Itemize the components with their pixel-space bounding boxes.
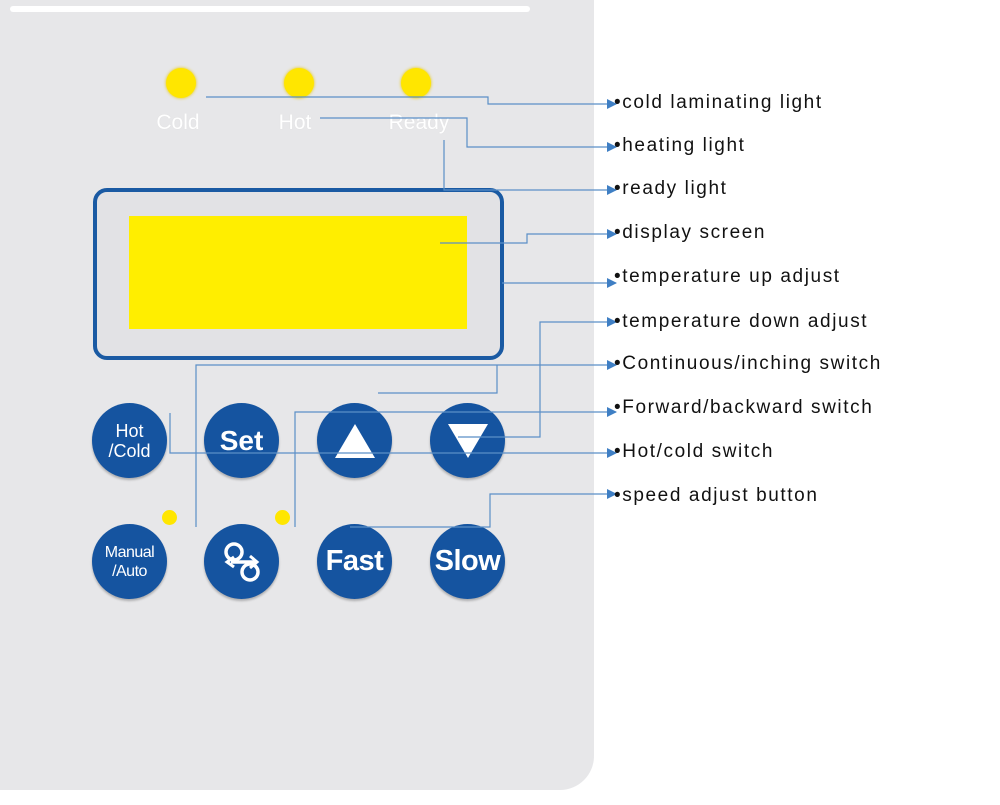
callout-speed-adjust-button: •speed adjust button	[614, 485, 819, 506]
triangle-up-icon	[334, 423, 375, 458]
ready-indicator-label: Ready	[388, 111, 450, 134]
temperature-up-button[interactable]	[317, 403, 392, 478]
fast-button[interactable]: Fast	[317, 524, 392, 599]
callout-heating-light: •heating light	[614, 135, 746, 156]
hot-indicator-label: Hot	[278, 111, 312, 134]
callout-hot-cold-switch: •Hot/cold switch	[614, 441, 775, 462]
leader-cold-light	[206, 96, 617, 109]
direction-indicator-light	[275, 510, 290, 525]
slow-button[interactable]: Slow	[430, 524, 505, 599]
callout-ready-light: •ready light	[614, 178, 728, 199]
leader-speed-adjust	[350, 489, 617, 528]
callout-temperature-up-adjust: •temperature up adjust	[614, 266, 841, 287]
callout-continuous-inching-switch: •Continuous/inching switch	[614, 353, 882, 374]
callout-forward-backward-switch: •Forward/backward switch	[614, 397, 874, 418]
hot-indicator-light	[284, 68, 314, 98]
control-panel: Cold Hot Ready Hot /Cold Set Manual /Aut…	[0, 0, 594, 790]
leader-ready-light	[443, 140, 617, 195]
fast-button-label: Fast	[325, 545, 384, 577]
callout-cold-laminating-light: •cold laminating light	[614, 92, 823, 113]
hot-cold-button-label: Hot /Cold	[108, 420, 151, 461]
leader-forward-backward	[294, 407, 617, 527]
display-screen	[129, 216, 467, 329]
panel-highlight	[10, 6, 530, 12]
cold-indicator-light	[166, 68, 196, 98]
leader-continuous-inching-branch	[378, 365, 498, 394]
manual-auto-button[interactable]: Manual /Auto	[92, 524, 167, 599]
forward-backward-button[interactable]	[204, 524, 279, 599]
callout-display-screen: •display screen	[614, 222, 767, 243]
leader-continuous-inching	[195, 360, 617, 527]
leader-heating-light	[320, 117, 617, 152]
callout-temperature-down-adjust: •temperature down adjust	[614, 311, 869, 332]
slow-button-label: Slow	[434, 545, 501, 577]
hot-cold-button[interactable]: Hot /Cold	[92, 403, 167, 478]
cold-indicator-label: Cold	[156, 111, 200, 134]
temperature-down-button[interactable]	[430, 403, 505, 478]
manual-auto-indicator-light	[162, 510, 177, 525]
set-button-label: Set	[219, 424, 264, 456]
triangle-down-icon	[447, 423, 488, 458]
forward-backward-icon	[223, 541, 260, 582]
leader-display-screen	[440, 229, 617, 244]
manual-auto-button-label: Manual /Auto	[104, 543, 155, 580]
ready-indicator-light	[401, 68, 431, 98]
set-button[interactable]: Set	[204, 403, 279, 478]
leader-temperature-down	[458, 317, 617, 438]
leader-hot-cold	[169, 413, 617, 458]
